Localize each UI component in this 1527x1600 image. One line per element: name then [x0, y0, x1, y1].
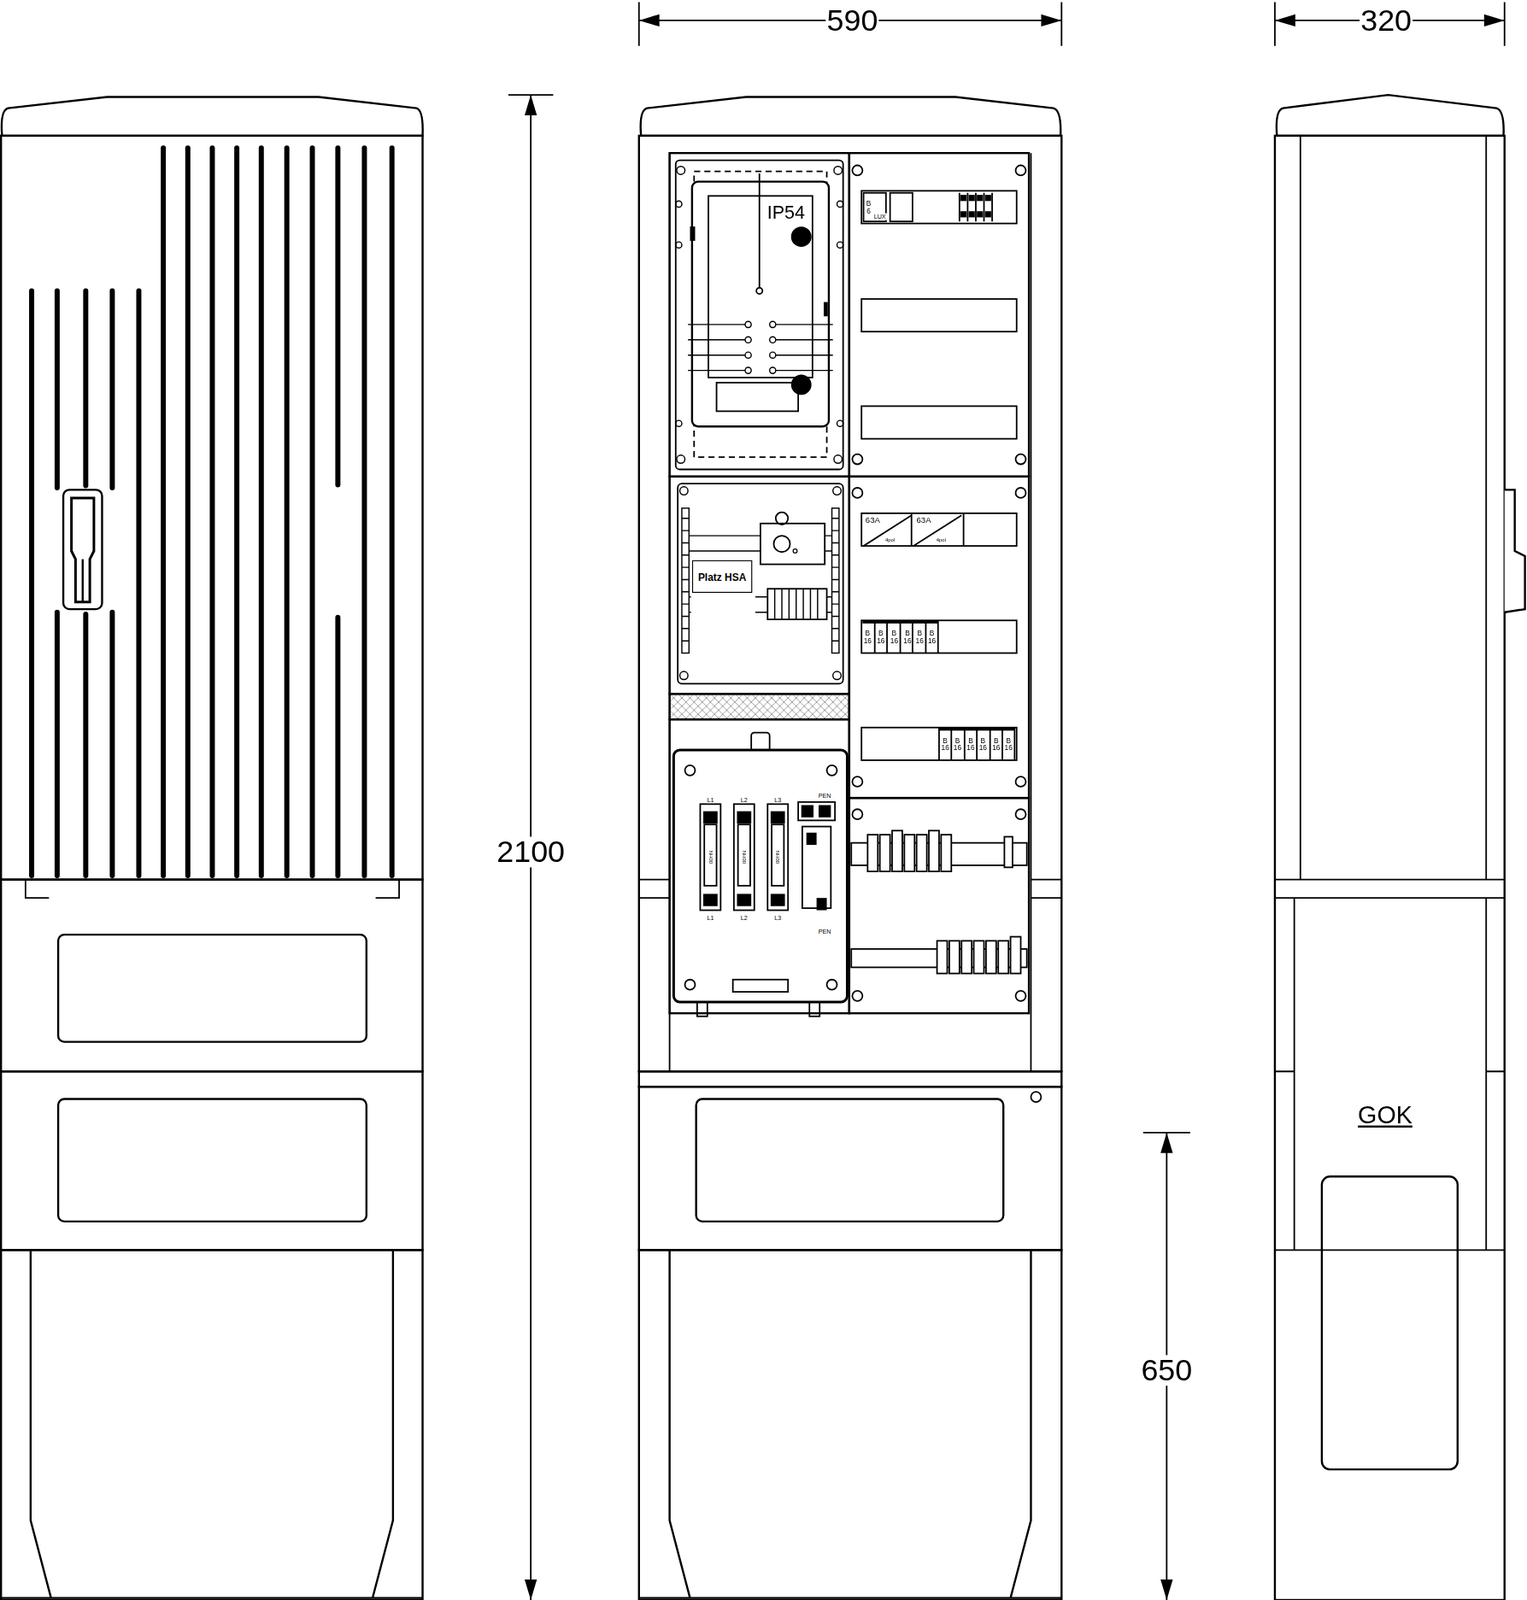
dimension-label: 590	[825, 5, 879, 36]
breaker-label: B 16	[927, 629, 938, 645]
pen-label: PEN	[817, 928, 833, 935]
breaker-label: 63A	[915, 516, 932, 525]
breaker-label: B 16	[991, 736, 1002, 752]
pole-label: 4pol	[884, 537, 897, 543]
device-label: LUX	[873, 213, 887, 220]
fuse-label: NH00	[775, 850, 781, 866]
breaker-label: B 16	[902, 629, 913, 645]
pole-label: 4pol	[935, 537, 948, 543]
breaker-label: B 16	[875, 629, 887, 645]
dimension-label: 650	[1139, 1355, 1193, 1387]
breaker-label: B 16	[889, 629, 900, 645]
phase-label: L1	[705, 797, 715, 804]
breaker-label: B 16	[977, 736, 988, 752]
breaker-label: B 16	[914, 629, 925, 645]
phase-label: L2	[740, 915, 749, 922]
phase-label: L1	[705, 915, 715, 922]
breaker-label: B 16	[1003, 736, 1014, 752]
fuse-label: NH00	[707, 850, 713, 866]
dimension-label: 2100	[495, 837, 566, 869]
label-box: Platz HSA	[692, 560, 752, 594]
phase-label: L3	[773, 797, 782, 804]
phase-label: L2	[740, 797, 749, 804]
pen-label: PEN	[817, 792, 833, 799]
phase-label: L3	[773, 915, 782, 922]
breaker-label: B 16	[965, 736, 976, 752]
breaker-label: 63A	[864, 516, 881, 525]
breaker-label: B 6	[865, 199, 873, 215]
dimension-label: 320	[1359, 5, 1413, 36]
breaker-label: B 16	[863, 629, 874, 645]
breaker-label: B 16	[952, 736, 964, 752]
box-text: Platz HSA	[698, 570, 746, 582]
ground-level-label: GOK	[1356, 1103, 1414, 1128]
breaker-label: B 16	[939, 736, 951, 752]
rating-label: IP54	[765, 203, 806, 223]
fuse-label: NH00	[741, 850, 747, 866]
